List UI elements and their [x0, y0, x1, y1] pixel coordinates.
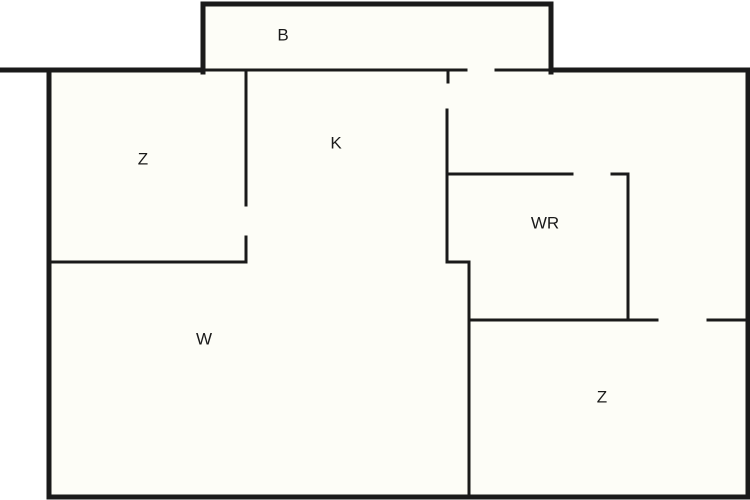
- balcony-floor: [203, 4, 551, 72]
- wall-balcony: [200, 1, 554, 75]
- label-balcony: B: [277, 25, 288, 44]
- main-floor: [49, 70, 748, 497]
- label-kitchen: K: [330, 133, 342, 152]
- inner-walls: [47, 68, 750, 499]
- wall-kitchen-right: [445, 108, 471, 499]
- room-labels: B Z K WR W Z: [138, 25, 607, 406]
- label-living-room: W: [196, 329, 212, 348]
- label-room-bottom-right: Z: [597, 387, 607, 406]
- label-bathroom: WR: [531, 213, 559, 232]
- wall-bathroom-right: [610, 172, 630, 322]
- label-room-top-left: Z: [138, 149, 148, 168]
- floor-area: [49, 4, 748, 497]
